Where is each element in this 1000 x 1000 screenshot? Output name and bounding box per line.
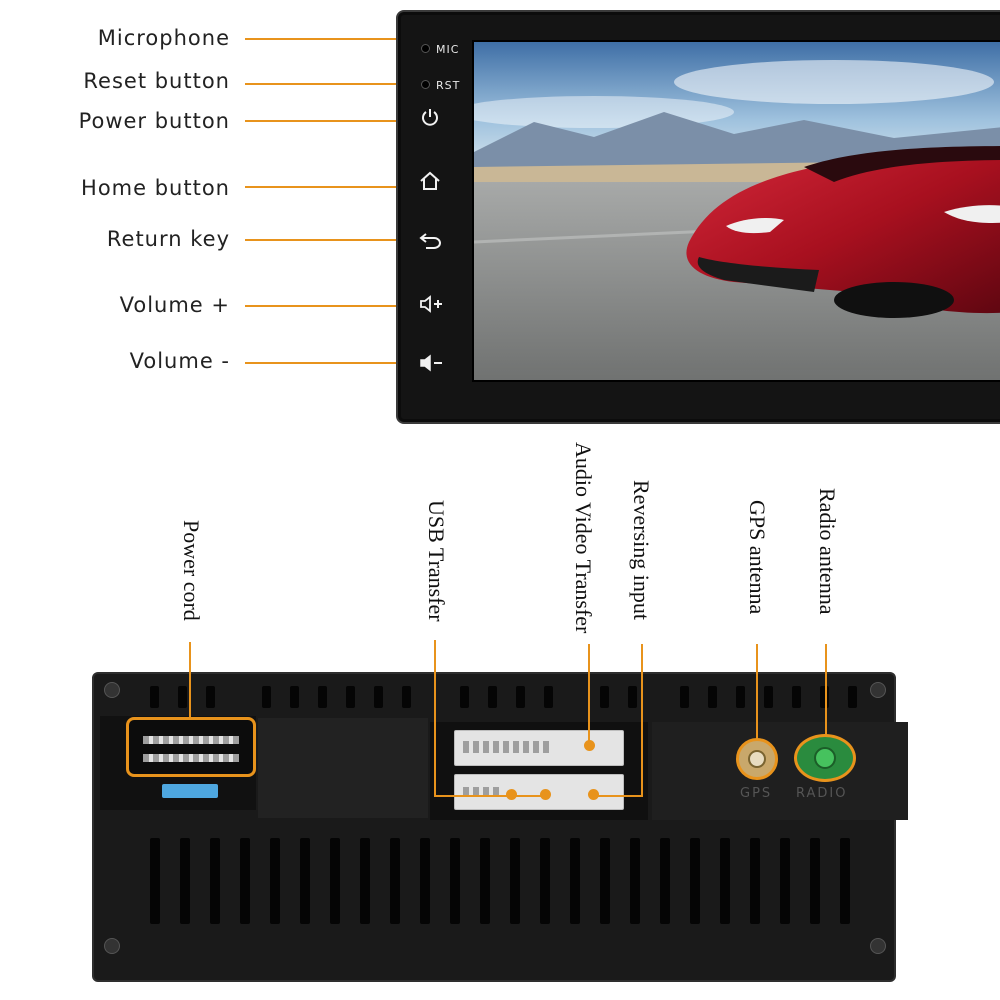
label-volume-down: Volume - (129, 349, 230, 373)
display-screen (472, 40, 1000, 382)
return-icon[interactable] (418, 229, 444, 254)
screw-bottom-right (870, 938, 886, 954)
label-radio-antenna: Radio antenna (815, 488, 840, 615)
antenna-bay (652, 722, 908, 820)
leader-radio (825, 644, 827, 736)
usb-marker-2 (540, 789, 551, 800)
mic-text: MIC (436, 43, 460, 56)
rst-text: RST (436, 79, 461, 92)
radio-antenna-socket (794, 734, 856, 782)
label-microphone: Microphone (97, 26, 230, 50)
label-power-button: Power button (78, 109, 230, 133)
reset-hole[interactable] (421, 80, 430, 89)
label-power-cord: Power cord (179, 520, 204, 621)
fuse (162, 784, 218, 798)
home-icon[interactable] (418, 170, 442, 195)
label-home-button: Home button (81, 176, 230, 200)
leader-power (245, 120, 417, 122)
label-gps-antenna: GPS antenna (745, 500, 770, 615)
leader-volume-down (245, 362, 417, 364)
leader-reversing-v (641, 644, 643, 796)
gps-antenna-socket (736, 738, 778, 780)
gps-print: GPS (740, 786, 773, 801)
power-icon[interactable] (419, 106, 441, 131)
radio-print: RADIO (796, 786, 848, 801)
label-usb-transfer: USB Transfer (424, 500, 449, 622)
leader-audio-video (588, 644, 590, 744)
leader-gps (756, 644, 758, 740)
leader-power-cord (189, 642, 191, 718)
power-cord-connector (126, 717, 256, 777)
leader-return (245, 239, 417, 241)
volume-up-icon[interactable] (418, 294, 444, 317)
car-wallpaper-image (474, 42, 1000, 380)
chassis-left-block (258, 718, 428, 818)
screw-bottom-left (104, 938, 120, 954)
label-reversing-input: Reversing input (629, 480, 654, 620)
leader-home (245, 186, 417, 188)
leader-microphone (245, 38, 415, 40)
volume-down-icon[interactable] (418, 353, 444, 376)
screw-top-right (870, 682, 886, 698)
usb-marker-1 (506, 789, 517, 800)
label-audio-video-transfer: Audio Video Transfer (571, 442, 596, 634)
label-return-key: Return key (106, 227, 230, 251)
leader-volume-up (245, 305, 417, 307)
leader-reset (245, 83, 415, 85)
audio-video-connector (454, 730, 624, 766)
reversing-marker (588, 789, 599, 800)
screw-top-left (104, 682, 120, 698)
leader-reversing-h (596, 795, 643, 797)
leader-usb-h (434, 795, 546, 797)
label-volume-up: Volume + (119, 293, 230, 317)
audio-video-marker (584, 740, 595, 751)
leader-usb-v (434, 640, 436, 796)
microphone-hole (421, 44, 430, 53)
label-reset-button: Reset button (83, 69, 230, 93)
